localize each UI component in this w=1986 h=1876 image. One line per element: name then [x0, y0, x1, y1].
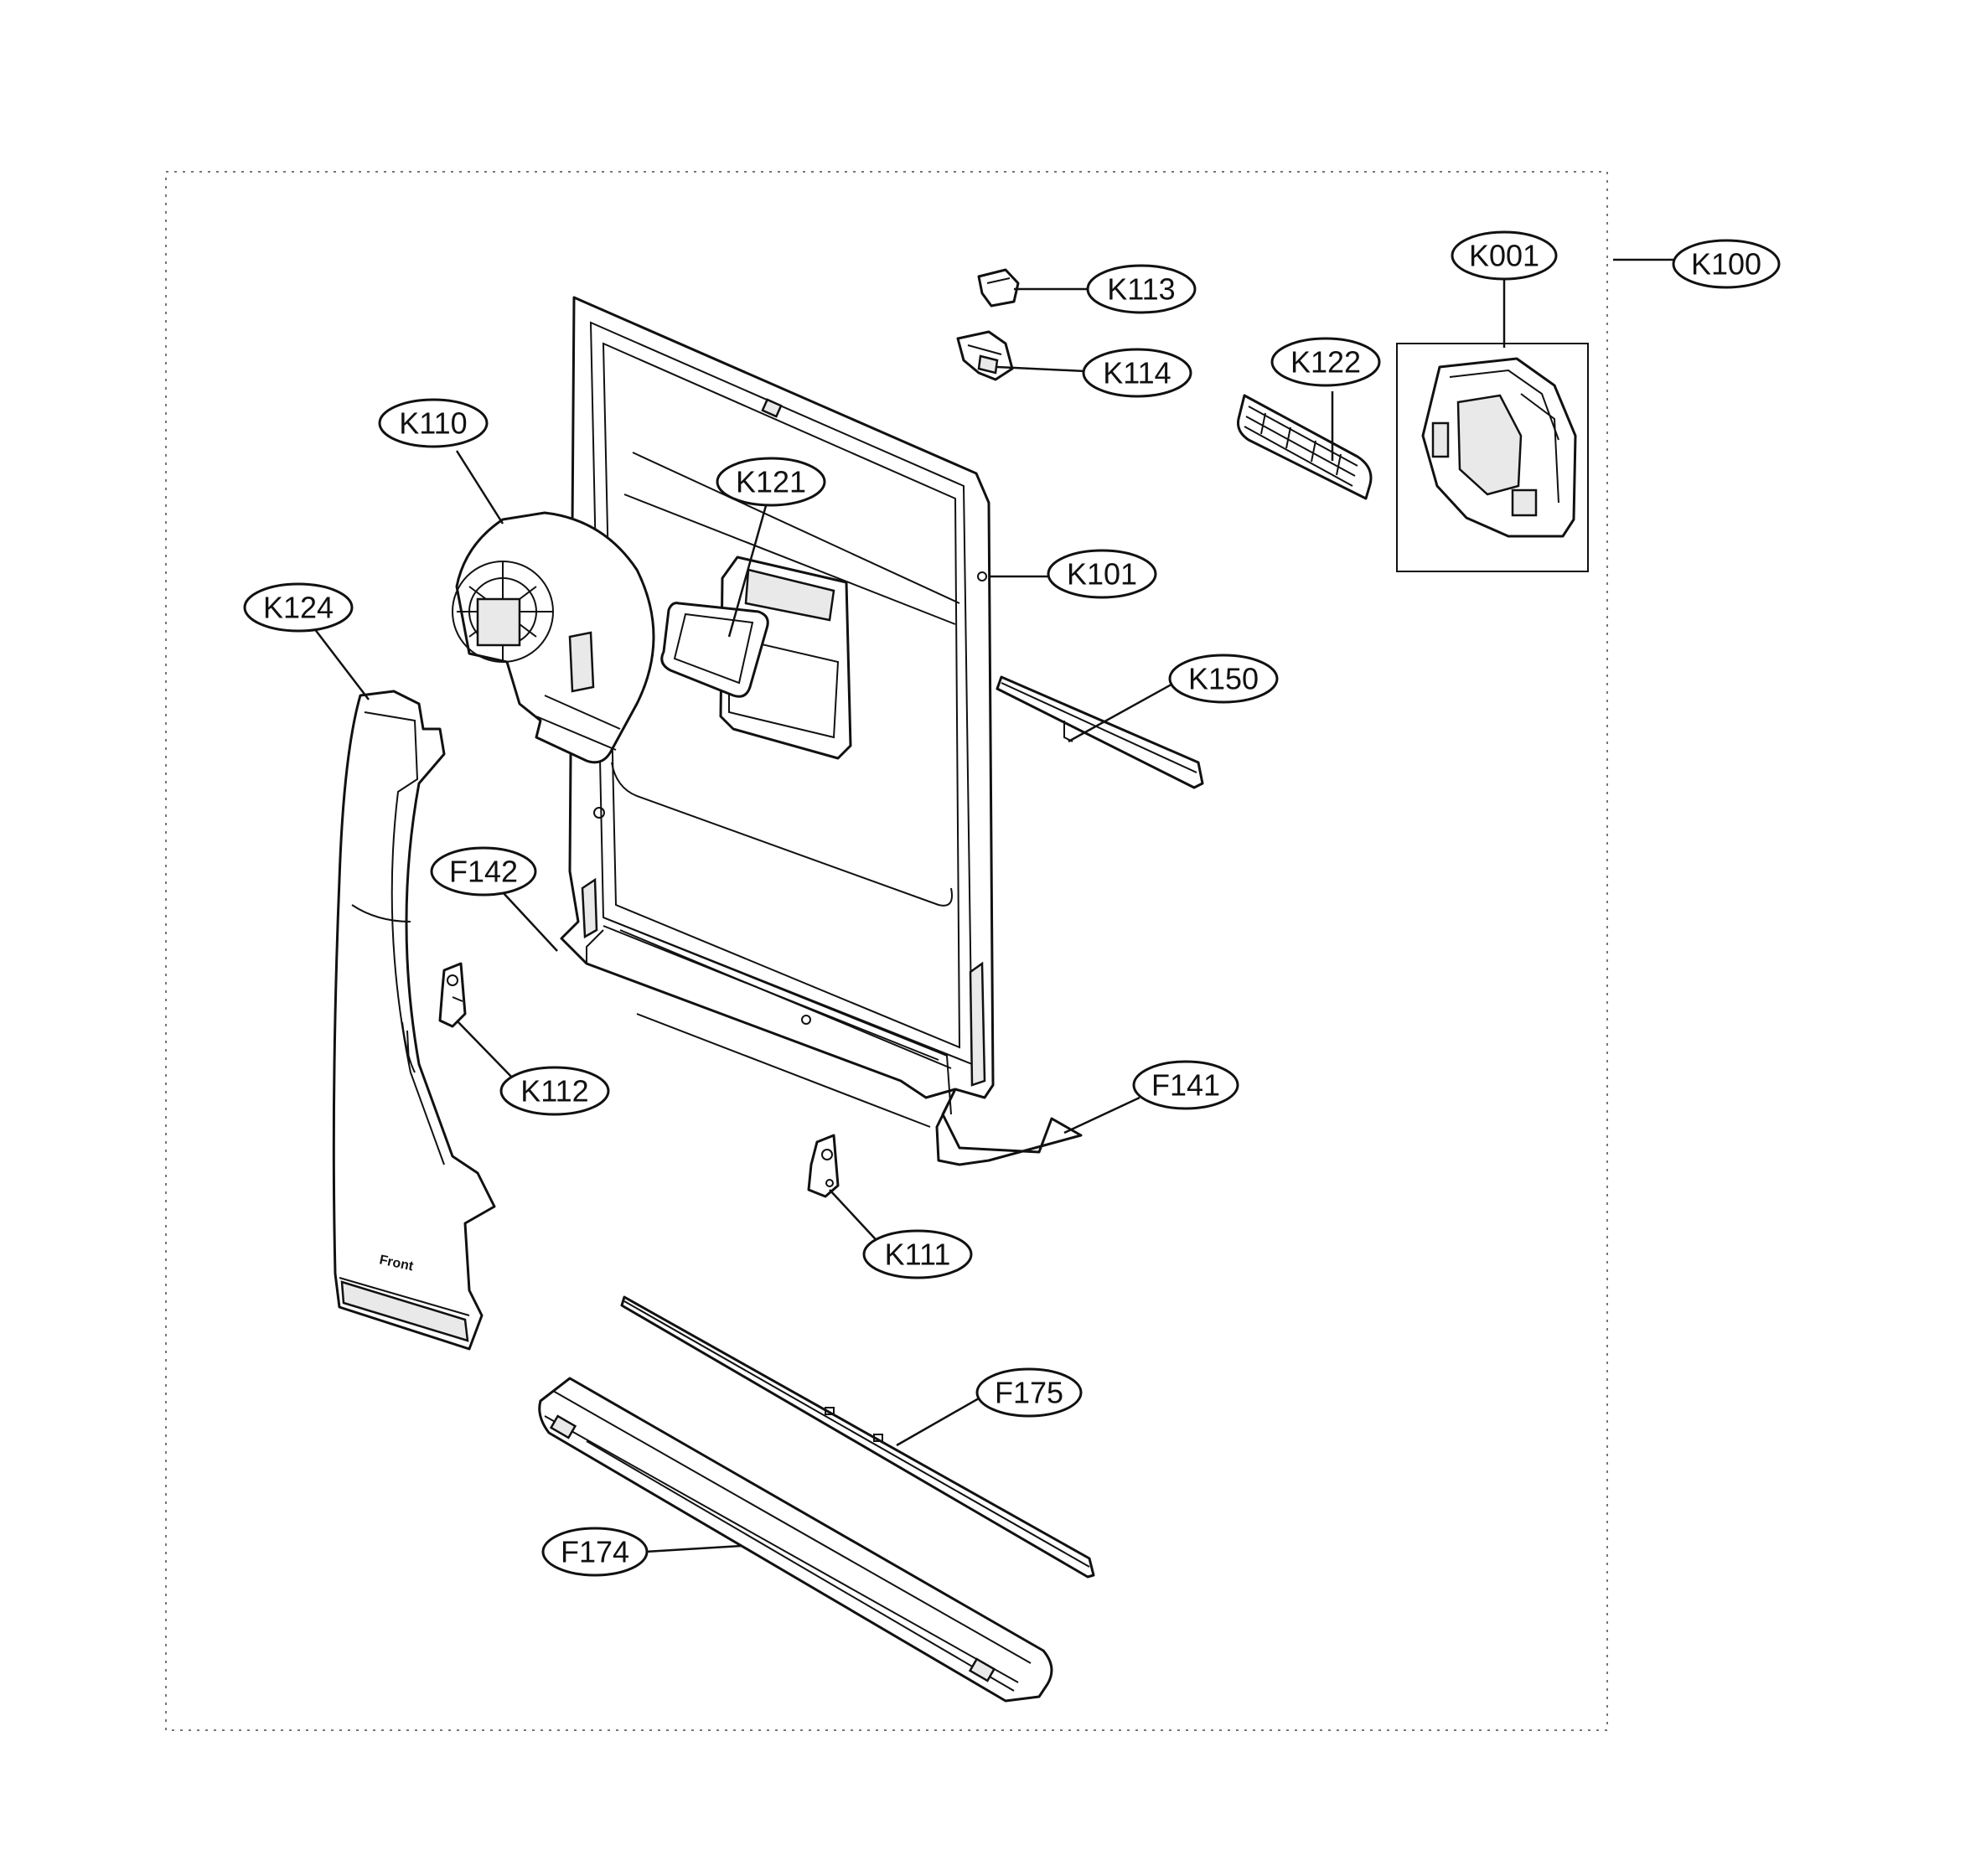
- callout-F175: F175: [975, 1367, 1083, 1418]
- svg-text:K001: K001: [1469, 239, 1539, 273]
- control-module-inset: [1396, 343, 1589, 572]
- vent-grille: [1237, 394, 1373, 500]
- bottom-channel: [538, 1377, 1053, 1703]
- callout-K001: K001: [1451, 230, 1558, 281]
- svg-text:K110: K110: [399, 406, 467, 441]
- svg-text:K113: K113: [1107, 272, 1175, 307]
- callout-K150: K150: [1168, 654, 1279, 704]
- svg-text:F142: F142: [449, 855, 518, 889]
- callout-K112: K112: [499, 1066, 610, 1116]
- callout-F174: F174: [541, 1527, 649, 1577]
- svg-text:K124: K124: [263, 591, 334, 625]
- callout-K113: K113: [1086, 264, 1197, 314]
- callout-K114: K114: [1082, 348, 1192, 398]
- callout-K100: K100: [1672, 239, 1781, 289]
- callout-K101: K101: [1047, 549, 1157, 599]
- callout-K124: K124: [243, 582, 354, 633]
- dispenser-opening: [719, 556, 852, 760]
- bottom-rail-rod: [620, 1295, 1095, 1579]
- svg-text:K121: K121: [736, 465, 806, 499]
- svg-text:K122: K122: [1290, 345, 1361, 380]
- svg-text:K101: K101: [1067, 557, 1137, 592]
- callout-F141: F141: [1132, 1060, 1239, 1110]
- callout-K110: K110: [378, 398, 489, 448]
- svg-text:F174: F174: [561, 1535, 629, 1569]
- svg-text:F141: F141: [1151, 1068, 1220, 1103]
- svg-text:K100: K100: [1691, 247, 1761, 282]
- side-duct: Front: [332, 690, 496, 1351]
- top-rail: [996, 675, 1204, 789]
- svg-text:F175: F175: [995, 1376, 1063, 1410]
- svg-text:K111: K111: [885, 1238, 951, 1272]
- callout-K121: K121: [716, 457, 826, 507]
- latch-clip: [956, 330, 1014, 381]
- fan-duct-assembly: [452, 511, 655, 764]
- callout-K122: K122: [1270, 337, 1381, 387]
- callout-F142: F142: [430, 846, 537, 897]
- clip-top: [977, 268, 1020, 307]
- svg-text:K150: K150: [1188, 662, 1259, 696]
- svg-text:K112: K112: [520, 1074, 588, 1109]
- dispenser-gasket: [660, 602, 769, 698]
- hinge-bracket-left: [438, 962, 467, 1028]
- callout-K111: K111: [862, 1229, 973, 1279]
- svg-text:K114: K114: [1103, 356, 1171, 390]
- assembly-boundary: [165, 171, 1608, 1731]
- hinge-bracket-right: [807, 1134, 840, 1198]
